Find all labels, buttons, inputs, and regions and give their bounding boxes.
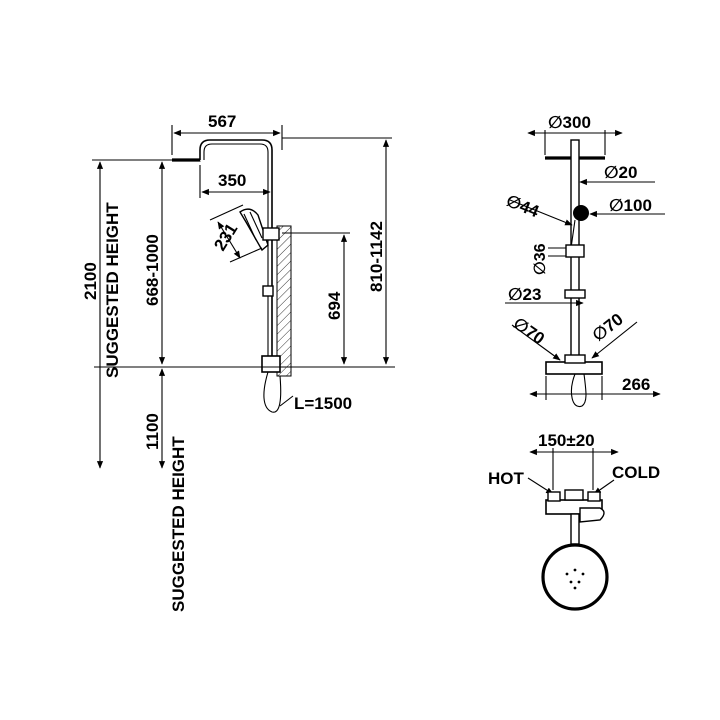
suggested-height-upper: SUGGESTED HEIGHT bbox=[103, 202, 122, 378]
front-slider bbox=[564, 289, 586, 299]
dim-810-1142-label: 810-1142 bbox=[367, 221, 386, 292]
dim-dia-70-right-label: ∅70 bbox=[589, 310, 627, 346]
dim-dia-100-label: ∅100 bbox=[609, 196, 652, 215]
dim-dia-44-label: ∅44 bbox=[504, 191, 543, 221]
dim-350-label: 350 bbox=[218, 171, 246, 190]
front-holder bbox=[565, 244, 585, 258]
dim-668-1000-label: 668-1000 bbox=[143, 234, 162, 306]
front-valve bbox=[545, 361, 603, 375]
front-view: ∅300 ∅20 ∅100 ∅44 ∅36 ∅23 ∅70 ∅70 266 bbox=[504, 113, 665, 408]
hot-label: HOT bbox=[488, 469, 525, 488]
hose-length-label: L=1500 bbox=[294, 394, 352, 413]
dim-dia-70-left-label: ∅70 bbox=[510, 314, 548, 349]
dim-dia-20-label: ∅20 bbox=[604, 163, 637, 182]
dim-1100-label: 1100 bbox=[143, 413, 162, 450]
dim-dia-300-label: ∅300 bbox=[548, 113, 591, 132]
dim-694-label: 694 bbox=[325, 291, 344, 320]
dim-dia-36-label: ∅36 bbox=[532, 243, 549, 275]
front-hand-shower-head bbox=[573, 205, 589, 221]
side-valve bbox=[261, 355, 281, 373]
front-hose bbox=[570, 373, 587, 408]
side-hose bbox=[263, 371, 282, 413]
side-slider bbox=[262, 285, 274, 297]
side-wall-plate bbox=[276, 225, 292, 377]
top-hand-shower bbox=[579, 507, 605, 523]
dim-567-label: 567 bbox=[208, 112, 236, 131]
top-cold-inlet bbox=[587, 491, 601, 502]
dim-dia-23-label: ∅23 bbox=[508, 285, 541, 304]
dim-2100-label: 2100 bbox=[81, 262, 100, 300]
dim-150-20-label: 150±20 bbox=[538, 431, 595, 450]
side-view: 567 350 231 694 810-1142 668-1000 2100 S… bbox=[81, 112, 395, 612]
top-hot-inlet bbox=[547, 491, 561, 502]
top-shower-head-nozzles bbox=[565, 568, 585, 590]
top-shower-head bbox=[541, 543, 609, 611]
suggested-height-lower: SUGGESTED HEIGHT bbox=[169, 436, 188, 612]
side-holder bbox=[262, 227, 280, 241]
top-view: 150±20 HOT COLD bbox=[488, 431, 660, 611]
cold-label: COLD bbox=[612, 463, 660, 482]
dim-266-label: 266 bbox=[622, 375, 650, 394]
